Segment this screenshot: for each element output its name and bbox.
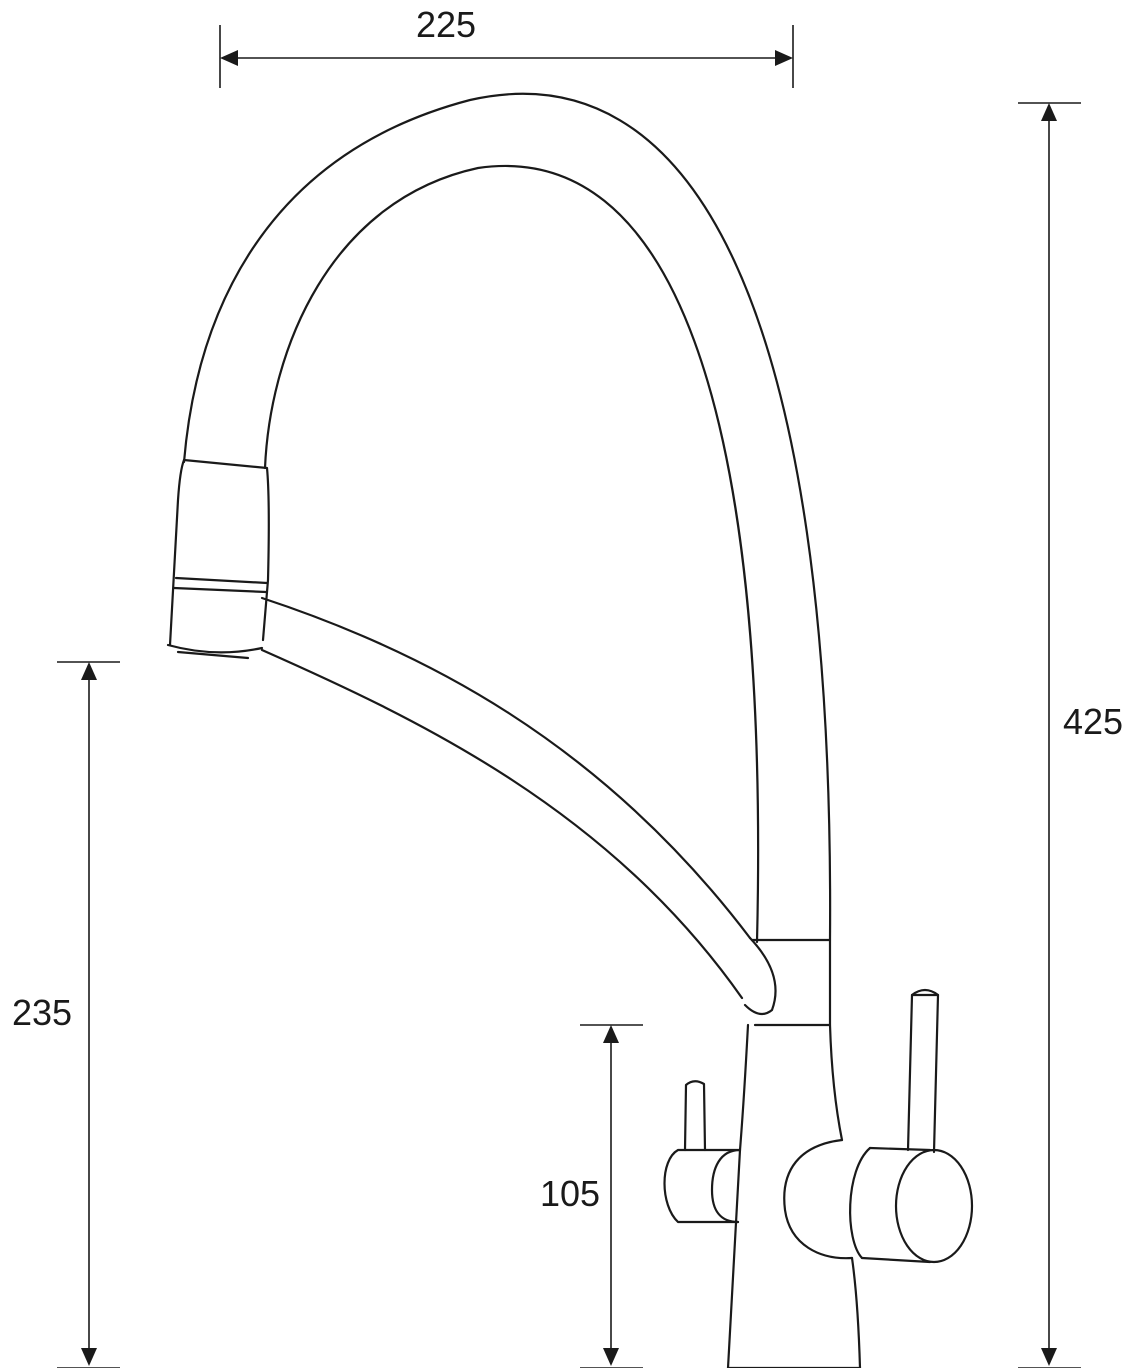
neck-lower-edge <box>260 648 744 1000</box>
filter-lever-cap <box>663 1148 742 1224</box>
spray-head-left-edge <box>168 458 186 647</box>
main-lever-hub <box>783 1138 854 1260</box>
neck-upper-edge <box>260 596 752 940</box>
filter-lever <box>663 1080 742 1224</box>
collar-outline <box>750 938 832 1027</box>
main-lever-cap-left <box>849 1146 872 1260</box>
label-height-handle: 105 <box>540 1173 600 1214</box>
spray-head-nozzle <box>166 643 264 654</box>
spout-neck <box>260 596 777 1016</box>
label-height-total: 425 <box>1063 701 1123 742</box>
flexible-hose <box>182 92 832 944</box>
spray-head-ring-bottom <box>172 586 268 594</box>
dimension-width-top: 225 <box>219 4 794 88</box>
body-right-edge <box>828 1023 844 1142</box>
spray-head <box>166 458 270 660</box>
filter-lever-handle <box>683 1080 707 1152</box>
arrow-down-icon <box>81 1348 97 1366</box>
dimension-height-spout: 235 <box>12 661 120 1368</box>
label-height-spout: 235 <box>12 992 72 1033</box>
label-width-top: 225 <box>416 4 476 45</box>
dimension-height-total: 425 <box>1018 102 1123 1368</box>
body-right-lower-edge <box>850 1256 862 1368</box>
filter-lever-hub <box>710 1148 742 1224</box>
arrow-down-icon <box>603 1348 619 1366</box>
spray-head-nozzle-lip <box>176 650 250 660</box>
swivel-collar <box>750 938 832 1027</box>
hose-outer-edge <box>182 92 832 942</box>
main-lever-cap-bottom <box>860 1256 932 1264</box>
arrow-up-icon <box>1041 103 1057 121</box>
arrow-up-icon <box>603 1025 619 1043</box>
main-lever-handle <box>906 988 940 1154</box>
hose-inner-edge <box>263 165 760 944</box>
neck-joint <box>743 936 777 1016</box>
main-lever <box>783 988 974 1264</box>
arrow-up-icon <box>81 662 97 680</box>
main-lever-cap-top <box>868 1146 932 1152</box>
arrow-left-icon <box>220 50 238 66</box>
arrow-down-icon <box>1041 1348 1057 1366</box>
dimension-height-handle: 105 <box>540 1024 643 1368</box>
faucet-body <box>726 1023 862 1368</box>
spray-head-ring-top <box>174 576 269 585</box>
spray-head-right-edge <box>182 458 270 642</box>
main-lever-cap-face <box>894 1148 974 1264</box>
arrow-right-icon <box>775 50 793 66</box>
body-left-edge <box>726 1023 750 1368</box>
